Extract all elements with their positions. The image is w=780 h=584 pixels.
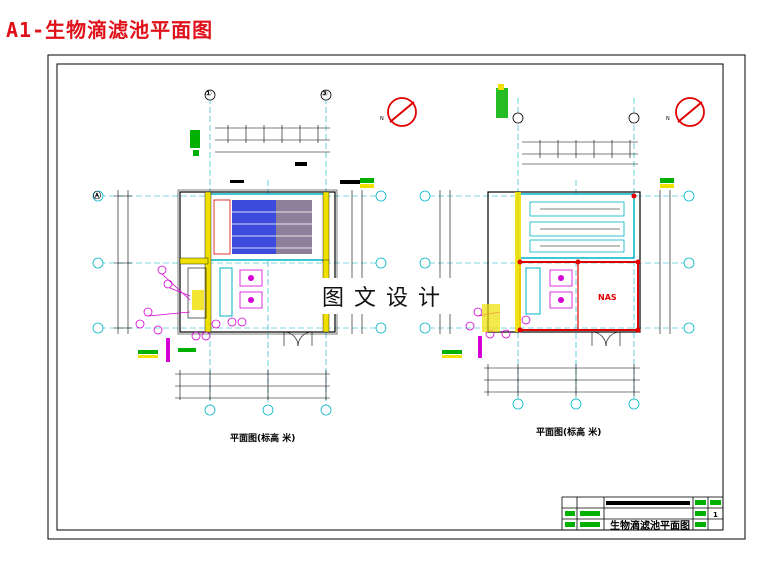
svg-text:N: N [380, 116, 384, 122]
axis-label-row-a: Ⓐ [93, 191, 101, 200]
title-block-drawing-name: 生物滴滤池平面图 [610, 521, 690, 532]
svg-text:N: N [666, 116, 670, 122]
watermark-text: 图文设计 [318, 278, 455, 314]
north-arrow-left: N [380, 97, 417, 127]
right-floor-plan: N [419, 84, 705, 410]
room-label-nas: NAS [598, 293, 617, 302]
left-plan-caption: 平面图(标高 米) [230, 434, 296, 444]
axis-label-col-1: ① [205, 89, 212, 98]
title-block-sheet-no: 1 [713, 511, 718, 519]
page-title: A1-生物滴滤池平面图 [6, 18, 214, 42]
right-plan-caption: 平面图(标高 米) [536, 428, 602, 438]
north-arrow-right: N [666, 97, 705, 127]
title-block [561, 496, 724, 531]
axis-label-col-3: ③ [321, 89, 328, 98]
left-floor-plan: N [92, 89, 417, 416]
